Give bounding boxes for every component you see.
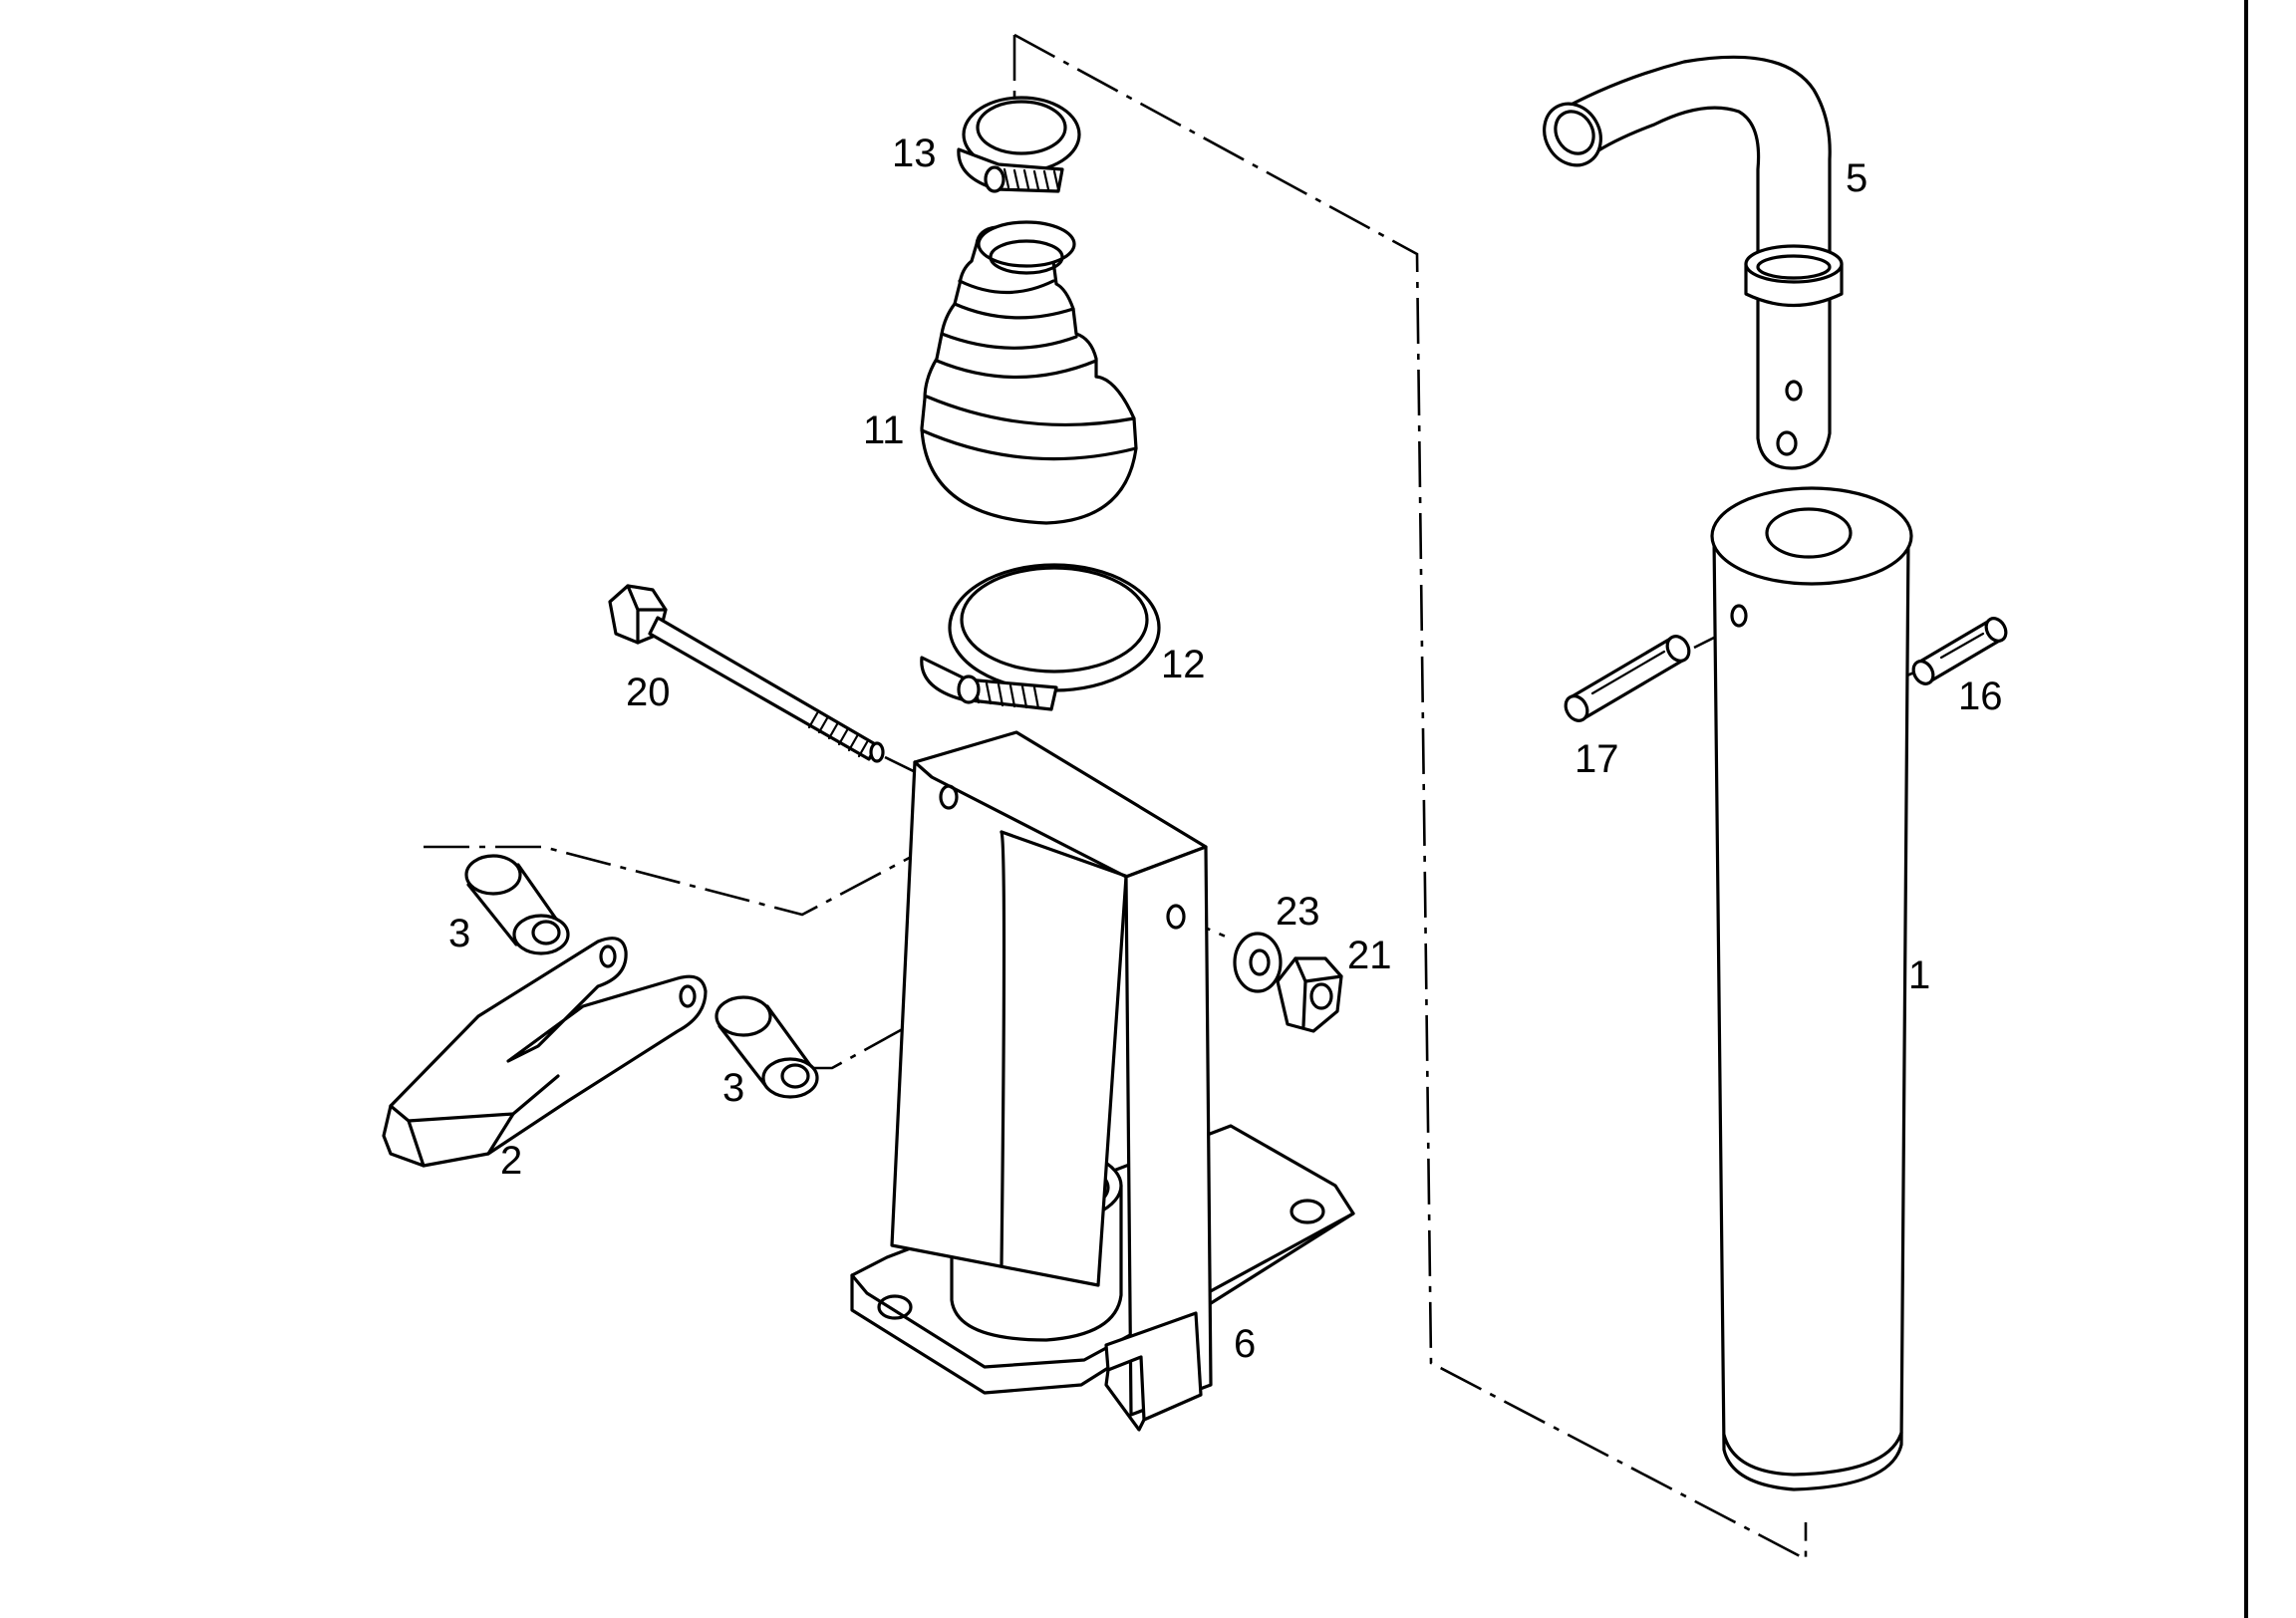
tube-icon — [1710, 486, 1913, 1491]
bushing-icon — [715, 995, 819, 1099]
callout-11: 11 — [863, 408, 905, 452]
callout-1: 1 — [1908, 953, 1930, 997]
dash-line-bushing-upper — [424, 817, 984, 917]
callout-16: 16 — [1958, 674, 2003, 718]
bolt-icon — [608, 584, 885, 763]
dash-line-main-axis — [1013, 33, 1808, 1562]
callout-5: 5 — [1846, 156, 1867, 200]
hose-clamp-icon — [957, 96, 1081, 193]
spring-pin-icon — [1564, 635, 1691, 722]
callout-23: 23 — [1276, 890, 1320, 934]
bushing-icon — [464, 854, 570, 955]
base-bracket-icon — [850, 730, 1355, 1432]
spring-pin-icon — [1911, 617, 2008, 685]
callout-labels: 13 11 12 20 3 3 2 6 23 21 5 1 17 16 — [448, 132, 2003, 1366]
callout-20: 20 — [626, 671, 671, 714]
callout-17: 17 — [1575, 737, 1619, 781]
washer-icon — [1233, 932, 1283, 993]
bent-handle-icon — [1543, 55, 1844, 470]
fork-bracket-icon — [382, 937, 708, 1168]
hose-clamp-icon — [920, 563, 1161, 711]
nut-icon — [1276, 956, 1343, 1033]
callout-21: 21 — [1347, 934, 1392, 977]
callout-2: 2 — [500, 1139, 522, 1183]
callout-13: 13 — [892, 132, 937, 175]
callout-3-upper: 3 — [448, 912, 470, 955]
callout-12: 12 — [1161, 643, 1206, 686]
callout-6: 6 — [1234, 1322, 1256, 1366]
callout-3-lower: 3 — [722, 1066, 744, 1110]
bellows-boot-icon — [920, 220, 1138, 525]
